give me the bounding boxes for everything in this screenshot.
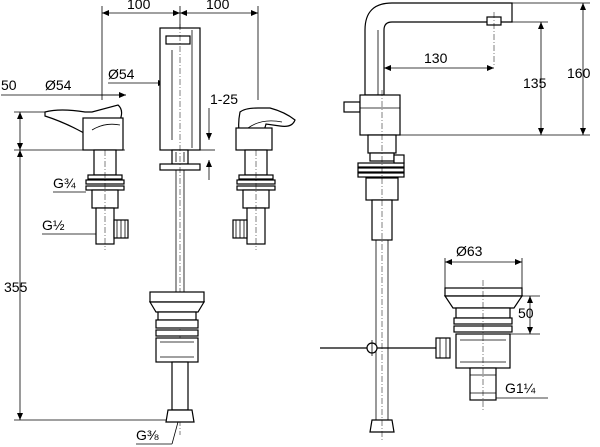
waste-diameter-label: Ø63: [456, 243, 483, 259]
center-spout: Ø54: [108, 24, 201, 435]
thread-g38-label: G⅜: [136, 427, 159, 443]
left-valve-body: [85, 149, 129, 250]
handle-height-label: 50: [1, 77, 17, 93]
height-160-label: 160: [567, 65, 591, 81]
reach-130-label: 130: [424, 50, 448, 66]
right-handle: [235, 107, 296, 151]
popup-rod: [320, 337, 451, 359]
thread-g34-label: G¾: [53, 175, 76, 191]
spacing-right-label: 100: [206, 0, 230, 12]
spacing-left-label: 100: [127, 0, 151, 12]
spacing-dimension: 100 100: [101, 0, 259, 100]
right-valve-body: [232, 149, 276, 250]
range-label: 1-25: [210, 91, 238, 107]
side-spout: [364, 2, 513, 96]
mid-diameter-label: Ø54: [108, 66, 135, 82]
side-waste: Ø63 50: [443, 243, 540, 410]
left-diameter-label: Ø54: [45, 77, 72, 93]
popup-waste: [148, 291, 206, 423]
height-355-label: 355: [4, 279, 28, 295]
thread-g12-label: G½: [42, 217, 65, 233]
side-view: 130 135 160: [320, 2, 591, 440]
thread-g114-label: G1¼: [505, 380, 536, 396]
left-handle: [44, 104, 124, 151]
side-dimensions: 130 135 160: [384, 2, 591, 136]
side-body: [343, 90, 405, 440]
height-135-label: 135: [523, 75, 547, 91]
overall-height-dimension: 355: [4, 150, 170, 421]
waste-height-label: 50: [518, 305, 534, 321]
front-view: 100 100 50 Ø54: [1, 0, 296, 445]
